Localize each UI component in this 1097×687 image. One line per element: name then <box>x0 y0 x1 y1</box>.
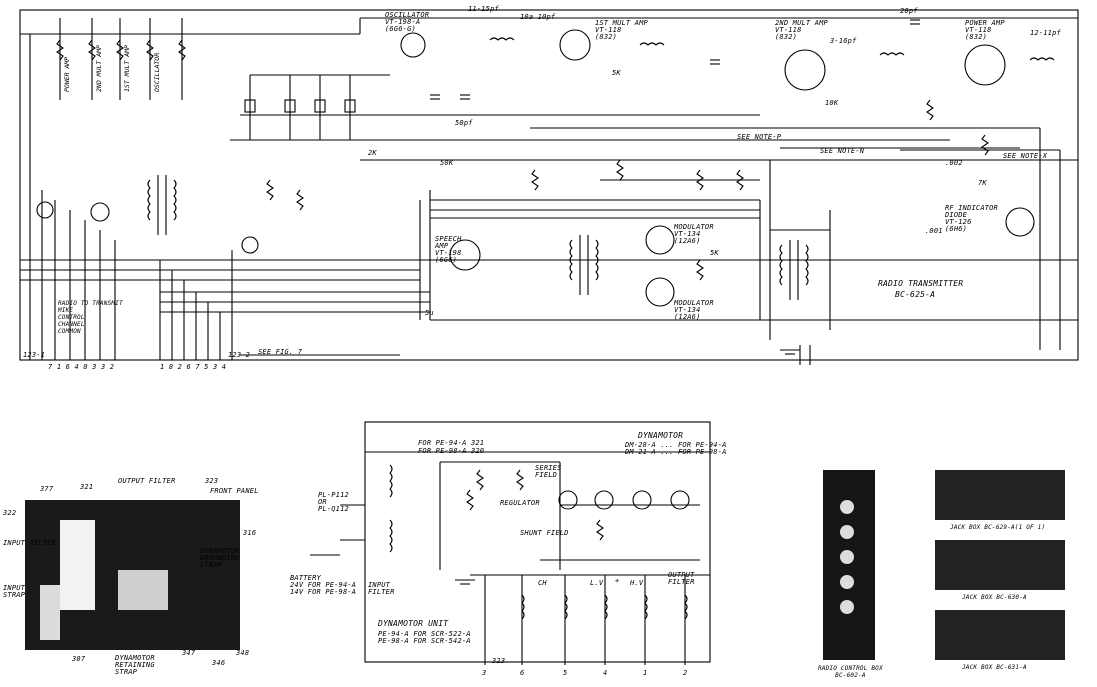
control-knob <box>840 575 854 589</box>
ref-123-1: 123-1 <box>23 351 46 359</box>
strip-bottom-left: RADIO TO TRANSMIT MIKE CONTROL CHANNEL C… <box>58 300 123 335</box>
strip-label-power-amp: POWER AMP <box>63 56 71 92</box>
pin-numbers-mid: 1 8 2 6 7 5 3 4 <box>160 363 227 371</box>
cap-12-11pf: 12-11pf <box>1030 29 1061 37</box>
radio-control-box-caption: RADIO CONTROL BOX BC-602-A <box>818 665 883 679</box>
cap-20pf: 20pf <box>900 7 918 15</box>
res-5k-b: 5K <box>612 69 621 77</box>
terminal-4: 4 <box>603 669 608 677</box>
photo-callout-348: 348 <box>236 649 250 657</box>
dynamotor-input-plug: PL-P112 OR PL-Q112 <box>318 491 349 513</box>
jack-box-bc630-photo <box>935 540 1065 590</box>
photo-callout-321: 321 <box>80 483 94 491</box>
rf-indicator-label: RF INDICATOR DIODE VT-126 (6H6) <box>945 204 998 233</box>
ref-123-2: 123-2 <box>228 351 251 359</box>
pin-numbers-left: 7 1 6 4 8 3 3 2 <box>48 363 115 371</box>
photo-callout-346: 346 <box>212 659 226 667</box>
note-x: SEE NOTE-X <box>1003 152 1048 160</box>
control-knob <box>840 600 854 614</box>
speech-amp-label: SPEECH AMP VT-198 (6G6) <box>435 235 462 264</box>
first-mult-amp-label: 1ST MULT AMP VT-118 (832) <box>595 19 648 41</box>
res-50k: 50K <box>440 159 454 167</box>
cap-5u: 5u <box>425 309 434 317</box>
photo-callout-input-filter: INPUT FILTER <box>3 539 56 547</box>
photo-callout-377: 377 <box>40 485 54 493</box>
note-p: SEE NOTE-P <box>737 133 782 141</box>
strip-label-oscillator: OSCILLATOR <box>153 52 161 92</box>
dynamotor-types: DM-28-A ... FOR PE-94-A DM-21-A ... FOR … <box>625 441 727 456</box>
modulator-top-label: MODULATOR VT-134 (12A6) <box>674 223 714 245</box>
dynamotor-for-pe94: FOR PE-94-A 321 <box>418 439 485 447</box>
radio-control-box-photo <box>823 470 875 660</box>
jack-box-bc631-caption: JACK BOX BC-631-A <box>962 664 1027 671</box>
photo-callout-322: 322 <box>3 509 17 517</box>
dynamotor-photo-highlight-3 <box>40 585 60 640</box>
cap-10pf: 10a 10pf <box>520 13 556 21</box>
cap-002: .002 <box>945 159 963 167</box>
modulator-bottom-label: MODULATOR VT-134 (12A6) <box>674 299 714 321</box>
photo-callout-front-panel: FRONT PANEL <box>210 487 259 495</box>
terminal-3: 3 <box>482 669 487 677</box>
terminal-1: 1 <box>643 669 648 677</box>
photo-callout-307: 307 <box>72 655 86 663</box>
dynamotor-unit-title: DYNAMOTOR UNIT <box>378 619 449 628</box>
terminal-5: 5 <box>563 669 568 677</box>
ch-label: CH <box>538 579 547 587</box>
shunt-field-label: SHUNT FIELD <box>520 529 569 537</box>
photo-callout-323: 323 <box>205 477 219 485</box>
cap-001: .001 <box>925 227 943 235</box>
photo-callout-retaining-strap: DYNAMOTOR RETAINING STRAP <box>115 654 155 676</box>
transmitter-model: BC-625-A <box>895 290 936 299</box>
transmitter-title: RADIO TRANSMITTER <box>878 279 964 288</box>
control-knob <box>840 525 854 539</box>
jack-box-bc629-photo <box>935 470 1065 520</box>
dynamotor-photo-highlight-2 <box>118 570 168 610</box>
jack-box-bc631-photo <box>935 610 1065 660</box>
strip-label-2nd-mult: 2ND MULT AMP <box>95 45 103 92</box>
power-amp-label: POWER AMP VT-118 (832) <box>965 19 1005 41</box>
second-mult-amp-label: 2ND MULT AMP VT-118 (832) <box>775 19 828 41</box>
note-n: SEE NOTE-N <box>820 147 865 155</box>
res-5k: 5K <box>710 249 719 257</box>
terminal-6: 6 <box>520 669 525 677</box>
control-knob <box>840 550 854 564</box>
photo-callout-grounding-strap: DYNAMOTOR GROUNDING STRAP <box>200 547 240 569</box>
ref-323: 323 <box>492 657 506 665</box>
dynamotor-for-pe98: FOR PE-98-A 320 <box>418 447 485 455</box>
strip-label-1st-mult: 1ST MULT AMP <box>123 45 131 92</box>
photo-callout-347: 347 <box>182 649 196 657</box>
lv-label: L.V. <box>590 579 608 587</box>
oscillator-label: OSCILLATOR VT-198-A (6G6-G) <box>385 11 430 33</box>
control-knob <box>840 500 854 514</box>
jack-box-bc630-caption: JACK BOX BC-630-A <box>962 594 1027 601</box>
photo-callout-316: 316 <box>243 529 257 537</box>
series-field-label: SERIES FIELD <box>535 464 562 479</box>
dynamotor-unit-models: PE-94-A FOR SCR-522-A PE-98-A FOR SCR-54… <box>378 630 471 645</box>
output-filter-label: OUTPUT FILTER <box>668 571 695 586</box>
spare-note: SEE FIG. 7 <box>258 348 303 356</box>
input-filter-label: INPUT FILTER <box>368 581 395 596</box>
res-10k: 10K <box>825 99 839 107</box>
plus-label: + <box>615 577 620 585</box>
cap-3-16pf: 3-16pf <box>830 37 857 45</box>
res-7k: 7K <box>978 179 987 187</box>
jack-box-bc629-caption: JACK BOX BC-629-A(1 OF 1) <box>950 524 1046 531</box>
dynamotor-title: DYNAMOTOR <box>638 431 684 440</box>
battery-label: BATTERY 24V FOR PE-94-A 14V FOR PE-98-A <box>290 574 357 596</box>
terminal-2: 2 <box>683 669 688 677</box>
photo-callout-input-strap: INPUT STRAP <box>3 584 26 599</box>
cap-11-15pf: 11-15pf <box>468 5 499 13</box>
res-2k: 2K <box>368 149 377 157</box>
dynamotor-photo-highlight <box>60 520 95 610</box>
photo-callout-output-filter: OUTPUT FILTER <box>118 477 176 485</box>
cap-50pf: 50pf <box>455 119 473 127</box>
regulator-label: REGULATOR <box>500 499 540 507</box>
hv-label: H.V. <box>630 579 648 587</box>
